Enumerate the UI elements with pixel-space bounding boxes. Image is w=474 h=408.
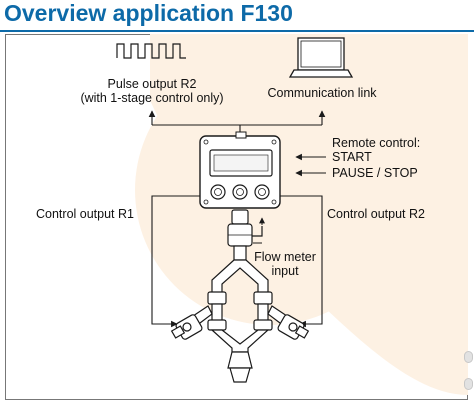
control-output-r1-label: Control output R1 [36,207,134,221]
laptop-icon [288,37,354,78]
pulse-output-sublabel: (with 1-stage control only) [80,91,224,105]
valve-left-icon [170,305,213,340]
pulse-waveform-icon [116,43,186,59]
pause-stop-label: PAUSE / STOP [332,166,418,180]
pulse-output-label: Pulse output R2 [107,77,197,91]
remote-control-label: Remote control: [332,136,421,150]
scroll-down-knob[interactable] [464,378,473,390]
scroll-up-knob[interactable] [464,351,473,363]
title-underline [0,30,474,32]
communication-link-label: Communication link [267,86,377,100]
flow-meter-input-label: input [271,264,299,278]
start-label: START [332,150,372,164]
flow-meter-assembly [207,209,273,383]
control-output-r2-label: Control output R2 [327,207,425,221]
f130-device [199,131,281,209]
flow-meter-label: Flow meter [254,250,316,264]
page-title: Overview application F130 [4,0,293,26]
control-output-lines [151,195,323,328]
valve-right-icon [267,305,310,340]
